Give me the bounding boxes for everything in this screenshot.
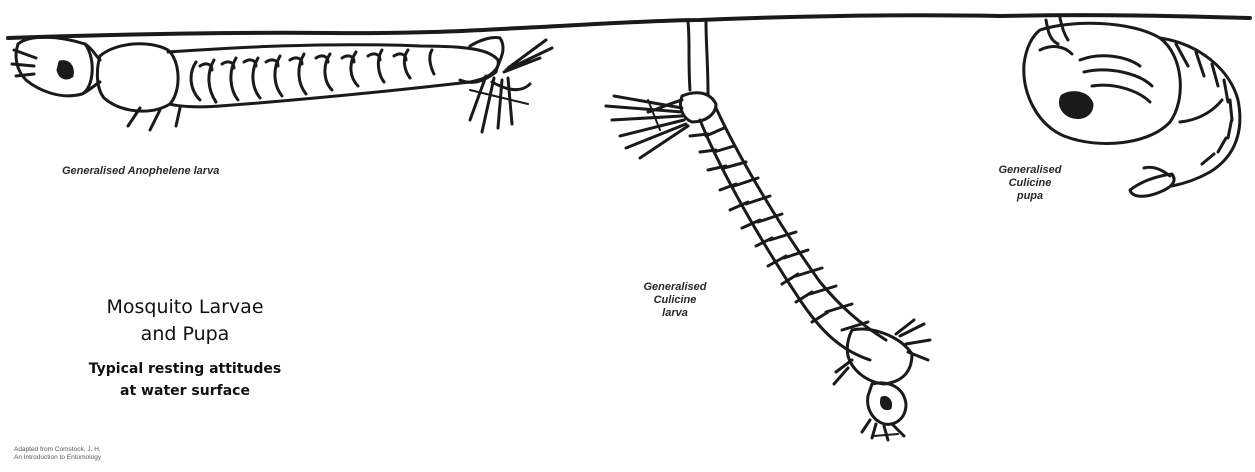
subtitle-line-1: Typical resting attitudes xyxy=(60,358,310,380)
label-culicine-pupa: Generalised Culicine pupa xyxy=(985,164,1075,203)
label-culicine-larva-line1: Generalised xyxy=(630,281,720,294)
credit-line-1: Adapted from Comstock, J. H. xyxy=(14,446,101,454)
subtitle-line-2: at water surface xyxy=(60,380,310,402)
pupa-eye xyxy=(1060,93,1092,118)
culicine-larva xyxy=(606,22,930,440)
title-line-2: and Pupa xyxy=(60,321,310,348)
label-culicine-larva: Generalised Culicine larva xyxy=(630,281,720,320)
label-culicine-pupa-line1: Generalised xyxy=(985,164,1075,177)
label-anopheline-larva-text: Generalised Anophelene larva xyxy=(62,165,219,177)
label-culicine-pupa-line2: Culicine xyxy=(985,177,1075,190)
label-culicine-pupa-line3: pupa xyxy=(985,190,1075,203)
title-gap xyxy=(60,348,310,358)
label-anopheline-larva: Generalised Anophelene larva xyxy=(62,165,219,178)
label-culicine-larva-line3: larva xyxy=(630,307,720,320)
title-line-1: Mosquito Larvae xyxy=(60,294,310,321)
source-credit: Adapted from Comstock, J. H. An Introduc… xyxy=(14,446,101,462)
credit-line-2: An Introduction to Entomology xyxy=(14,454,101,462)
anopheline-larva xyxy=(12,37,552,132)
pupa-paddle xyxy=(1130,174,1174,196)
pupa-cephalothorax xyxy=(1024,23,1181,143)
anopheline-thorax xyxy=(97,44,178,111)
culicine-siphon xyxy=(688,22,708,94)
title-block: Mosquito Larvae and Pupa Typical resting… xyxy=(60,294,310,402)
label-culicine-larva-line2: Culicine xyxy=(630,294,720,307)
anopheline-abdomen xyxy=(168,45,498,107)
anopheline-tail-brush xyxy=(470,40,552,132)
